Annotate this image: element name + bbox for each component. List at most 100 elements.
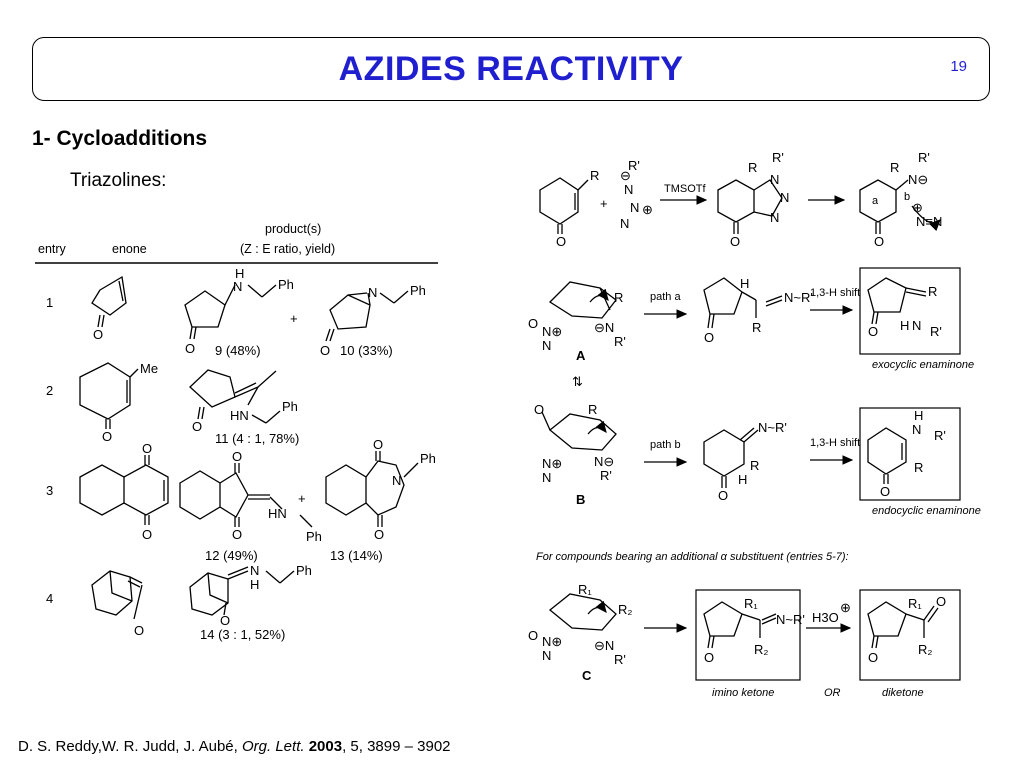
svg-text:O: O [220,613,230,628]
diketone-box [859,589,961,681]
svg-text:Ph: Ph [296,563,312,578]
svg-text:Ph: Ph [278,277,294,292]
reagent-h3o: H3O [812,610,839,625]
endocyclic-box [859,407,961,501]
svg-text:R: R [590,168,599,183]
svg-text:N~R': N~R' [758,420,787,435]
product-11-structure [189,369,281,424]
methyl-label: Me [140,361,158,376]
naphthoquinone-structure [79,455,169,525]
citation-journal: Org. Lett. [242,738,305,755]
svg-text:⊕: ⊕ [642,202,653,217]
product-14-label: 14 (3 : 1, 52%) [200,627,285,642]
svg-text:+: + [600,196,608,211]
shift-a-label: 1,3-H shift [810,287,860,299]
svg-text:O: O [320,343,330,358]
svg-text:N: N [250,563,259,578]
citation-authors: D. S. Reddy,W. R. Judd, J. Aubé, [18,738,242,755]
alpha-substituent-note: For compounds bearing an additional α su… [536,551,849,563]
endocyclic-structure [867,427,907,484]
svg-text:O: O [534,402,544,417]
svg-text:R: R [614,290,623,305]
enone-reactant [539,177,589,234]
svg-text:N⊖: N⊖ [594,454,614,469]
svg-text:R': R' [772,150,784,165]
svg-text:a: a [872,195,879,207]
svg-text:H: H [235,266,244,281]
svg-text:O: O [93,327,103,342]
exocyclic-label: exocyclic enaminone [872,359,974,371]
svg-text:Ph: Ph [282,399,298,414]
product-11-label: 11 (4 : 1, 78%) [215,431,299,446]
entry-4: 4 [46,591,53,606]
svg-text:R': R' [614,652,626,667]
svg-text:⊖: ⊖ [620,168,631,183]
svg-text:⊖N: ⊖N [594,320,614,335]
imine-b-structure [703,427,759,488]
reagent-tmsotf: TMSOTf [664,183,706,195]
svg-text:N⊕: N⊕ [542,634,562,649]
svg-text:O: O [374,527,384,542]
svg-text:O: O [134,623,144,638]
imino-ketone-structure [703,601,777,649]
svg-text:R₂: R₂ [618,602,632,617]
svg-text:R: R [752,320,761,335]
product-13-structure [325,451,419,527]
equilibrium-arrows: ⇅ [572,374,583,389]
svg-text:R₂: R₂ [918,642,932,657]
header-product-sub: (Z : E ratio, yield) [240,242,335,256]
ring-opened-intermediate [859,179,941,234]
svg-text:Ph: Ph [410,283,426,298]
svg-text:O: O [704,330,714,345]
svg-text:N: N [630,200,639,215]
product-10-structure [325,290,409,342]
svg-text:+: + [298,491,306,506]
triazoline [717,179,783,234]
svg-text:R₂: R₂ [754,642,768,657]
svg-text:O: O [528,628,538,643]
svg-text:N⊕: N⊕ [542,324,562,339]
svg-text:R: R [890,160,899,175]
svg-text:O: O [868,324,878,339]
product-14-structure [189,566,295,616]
slide-title: AZIDES REACTIVITY [338,50,684,88]
citation-year: 2003 [308,738,343,755]
svg-text:+: + [290,311,298,326]
citation-pages: , 5, 3899 – 3902 [342,738,451,755]
svg-text:O: O [142,441,152,456]
exocyclic-structure [867,277,927,325]
svg-text:N: N [770,172,779,187]
product-13-label: 13 (14%) [330,548,383,563]
svg-text:HN: HN [230,408,249,423]
product-10-label: 10 (33%) [340,343,393,358]
svg-text:R: R [928,284,937,299]
svg-text:O: O [232,449,242,464]
svg-text:N: N [542,338,551,353]
entry-1: 1 [46,295,53,310]
reaction-table: entry enone product(s) (Z : E ratio, yie… [35,222,438,642]
entry-3: 3 [46,483,53,498]
methylcyclohexenone-structure [79,362,139,429]
header-entry: entry [38,242,67,256]
svg-text:R₁: R₁ [578,582,592,597]
svg-text:N: N [624,182,633,197]
diketone-structure [867,601,939,649]
svg-text:⊕: ⊕ [840,600,851,615]
svg-text:Ph: Ph [306,529,322,544]
svg-text:N: N [542,648,551,663]
citation: D. S. Reddy,W. R. Judd, J. Aubé, Org. Le… [18,738,451,755]
label-a: A [576,348,586,363]
imine-a-structure [703,277,783,329]
svg-text:R': R' [600,468,612,483]
svg-text:O: O [142,527,152,542]
svg-text:N~R': N~R' [776,612,805,627]
imino-ketone-box [695,589,801,681]
svg-text:R₁: R₁ [908,596,922,611]
title-box: AZIDES REACTIVITY 19 [32,37,990,101]
svg-text:N: N [542,470,551,485]
product-9-label: 9 (48%) [215,343,261,358]
svg-text:⊕: ⊕ [912,200,923,215]
mechanism-scheme: R O + ⊖ N R' N ⊕ N TMSOTf R R' N N N O R… [528,150,981,699]
entry-2: 2 [46,383,53,398]
intermediate-a-structure [548,281,617,319]
